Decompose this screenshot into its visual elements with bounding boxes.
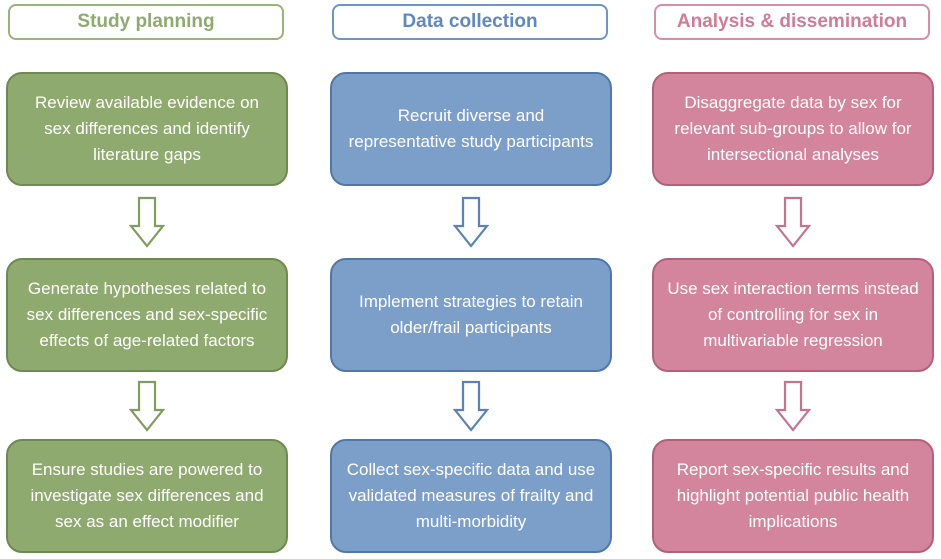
down-arrow-icon: [775, 196, 811, 248]
step-box: Collect sex-specific data and use valida…: [330, 439, 612, 553]
step-box: Recruit diverse and representative study…: [330, 72, 612, 186]
column-analysis-dissemination: Analysis & dissemination Disaggregate da…: [650, 0, 936, 559]
column-data-collection: Data collection Recruit diverse and repr…: [328, 0, 614, 559]
down-arrow-icon: [775, 380, 811, 432]
down-arrow-icon: [453, 380, 489, 432]
down-arrow-icon: [129, 196, 165, 248]
down-arrow-icon: [453, 196, 489, 248]
column-header: Data collection: [332, 4, 608, 40]
step-box: Review available evidence on sex differe…: [6, 72, 288, 186]
step-box: Ensure studies are powered to investigat…: [6, 439, 288, 553]
column-study-planning: Study planning Review available evidence…: [4, 0, 290, 559]
step-box: Disaggregate data by sex for relevant su…: [652, 72, 934, 186]
column-header: Analysis & dissemination: [654, 4, 930, 40]
step-box: Report sex-specific results and highligh…: [652, 439, 934, 553]
step-box: Implement strategies to retain older/fra…: [330, 258, 612, 372]
step-box: Use sex interaction terms instead of con…: [652, 258, 934, 372]
down-arrow-icon: [129, 380, 165, 432]
step-box: Generate hypotheses related to sex diffe…: [6, 258, 288, 372]
column-header: Study planning: [8, 4, 284, 40]
